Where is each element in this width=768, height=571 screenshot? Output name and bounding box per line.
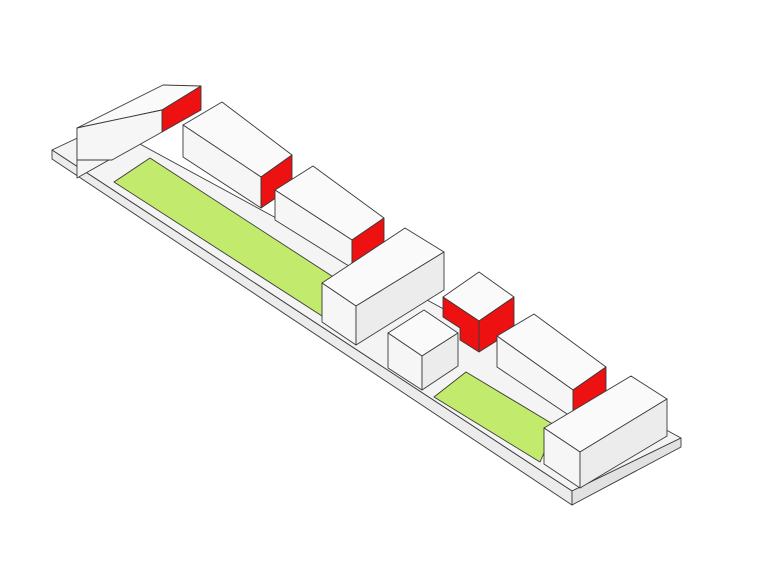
building-7 [496,313,607,419]
building-4-side [355,251,445,346]
building-3 [274,165,385,269]
building-4 [321,227,445,346]
building-6-tower [442,271,515,353]
building-8-side [579,398,668,489]
building-5 [387,309,459,391]
building-1-facade [76,109,163,161]
site-base-side [571,437,682,506]
building-2 [182,101,293,209]
building-5-side [421,332,459,391]
building-1 [76,84,202,179]
building-8 [543,375,668,489]
